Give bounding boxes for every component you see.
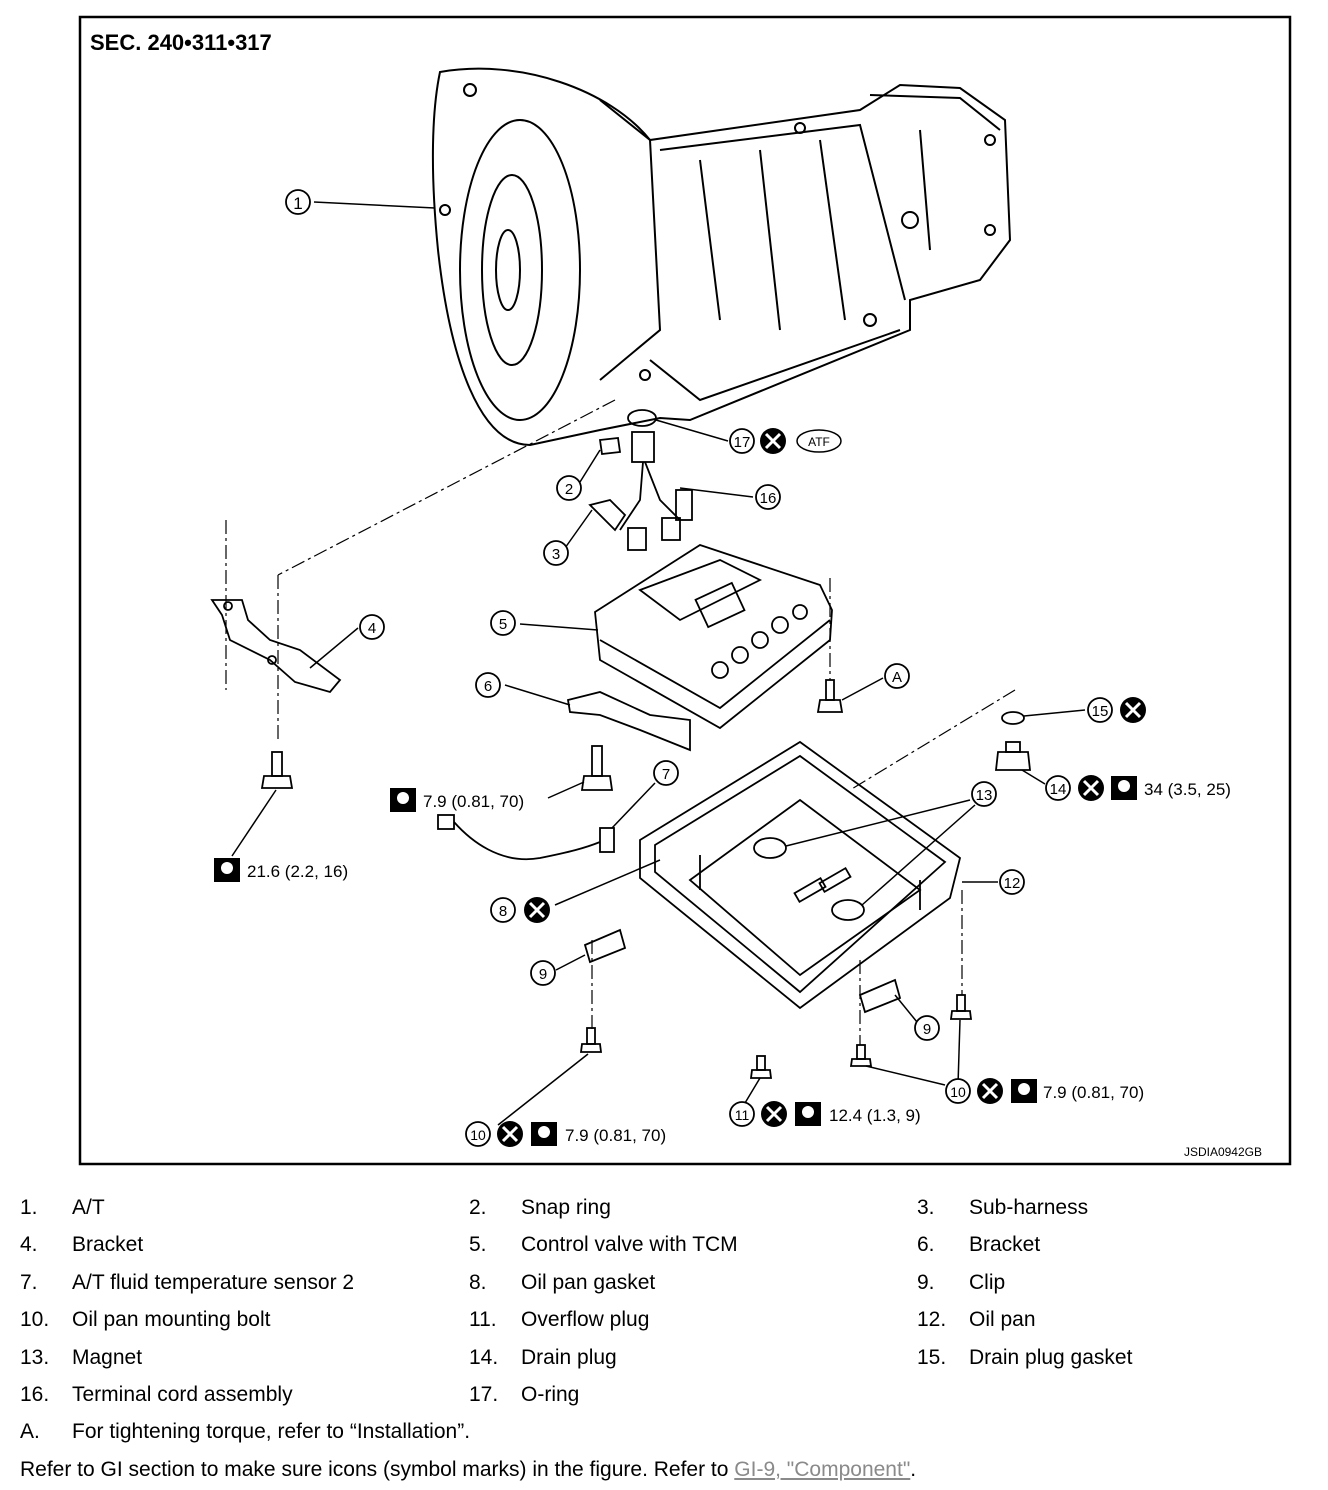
callout-9-left: 9 <box>530 960 556 986</box>
svg-text:7.9 (0.81, 70): 7.9 (0.81, 70) <box>423 792 524 811</box>
callout-11: 11 12.4 (1.3, 9) <box>729 1101 921 1127</box>
svg-text:16: 16 <box>760 490 777 507</box>
svg-text:7.9 (0.81, 70): 7.9 (0.81, 70) <box>1043 1083 1144 1102</box>
oil-pan <box>639 740 998 1010</box>
pan-bolts <box>497 994 973 1126</box>
svg-text:21.6 (2.2, 16): 21.6 (2.2, 16) <box>247 862 348 881</box>
callout-a: A <box>884 663 910 689</box>
callout-3: 3 <box>543 540 569 566</box>
svg-text:7: 7 <box>662 766 670 783</box>
callout-2: 2 <box>556 475 582 501</box>
svg-text:12.4 (1.3, 9): 12.4 (1.3, 9) <box>829 1106 921 1125</box>
fluid-temperature-sensor <box>437 782 656 861</box>
svg-text:4: 4 <box>368 620 376 637</box>
transmission-housing <box>431 67 1012 447</box>
callout-6: 6 <box>475 672 501 698</box>
callout-10-right: 10 7.9 (0.81, 70) <box>945 1078 1144 1104</box>
callout-5: 5 <box>490 610 516 636</box>
callout-16: 16 <box>755 484 781 510</box>
atf-fluid-icon <box>796 429 842 453</box>
svg-text:11: 11 <box>735 1107 750 1123</box>
svg-text:7.9 (0.81, 70): 7.9 (0.81, 70) <box>565 1126 666 1145</box>
clips <box>555 928 918 1023</box>
svg-text:34 (3.5, 25): 34 (3.5, 25) <box>1144 780 1231 799</box>
callout-13: 13 <box>785 781 997 906</box>
callout-17: 17 ATF <box>729 428 842 454</box>
sensor-bolt <box>547 745 614 799</box>
valve-bolt-a <box>816 677 884 713</box>
svg-text:9: 9 <box>539 966 547 983</box>
svg-text:ATF: ATF <box>808 435 830 449</box>
drain-plug-parts <box>994 709 1086 785</box>
control-valve-tcm <box>519 544 833 730</box>
svg-text:8: 8 <box>499 903 507 920</box>
callout-10-left: 10 7.9 (0.81, 70) <box>465 1121 666 1147</box>
bracket-6 <box>504 684 691 752</box>
svg-text:3: 3 <box>552 546 560 563</box>
svg-text:2: 2 <box>565 481 573 498</box>
svg-text:15: 15 <box>1092 703 1109 720</box>
bracket-bolt <box>231 751 294 857</box>
callout-1: 1 <box>285 189 436 215</box>
callout-15: 15 <box>1087 697 1146 723</box>
footer-note: Refer to GI section to make sure icons (… <box>20 1458 917 1481</box>
terminal-cord-assembly <box>564 431 754 551</box>
section-label: SEC. 240•311•317 <box>90 30 272 55</box>
torque-label-sensor: 7.9 (0.81, 70) <box>390 788 524 812</box>
svg-text:10: 10 <box>950 1084 966 1100</box>
callout-7: 7 <box>653 760 679 786</box>
svg-text:10: 10 <box>470 1127 486 1143</box>
callout-8: 8 <box>490 859 661 923</box>
torque-label-bracket: 21.6 (2.2, 16) <box>214 858 348 882</box>
figure-frame <box>78 15 1292 1166</box>
figure-code: JSDIA0942GB <box>1184 1145 1262 1159</box>
svg-text:14: 14 <box>1050 781 1067 798</box>
exploded-view-diagram: SEC. 240•311•317 JSDIA0942GB 1 1 <box>78 15 1292 1166</box>
bracket-4 <box>210 599 359 694</box>
svg-text:1: 1 <box>293 194 302 213</box>
callout-9-right: 9 <box>914 1015 940 1041</box>
gi-component-link[interactable]: GI-9, "Component" <box>734 1458 911 1481</box>
svg-text:13: 13 <box>976 787 993 804</box>
svg-text:12: 12 <box>1004 875 1021 892</box>
callout-12: 12 <box>999 869 1025 895</box>
callout-14: 14 34 (3.5, 25) <box>1045 775 1231 801</box>
svg-text:5: 5 <box>499 616 507 633</box>
svg-text:A: A <box>892 669 902 686</box>
svg-text:9: 9 <box>923 1021 931 1038</box>
o-ring-part <box>627 409 729 442</box>
svg-text:6: 6 <box>484 678 492 695</box>
callout-4: 4 <box>359 614 385 640</box>
svg-text:17: 17 <box>734 434 751 451</box>
